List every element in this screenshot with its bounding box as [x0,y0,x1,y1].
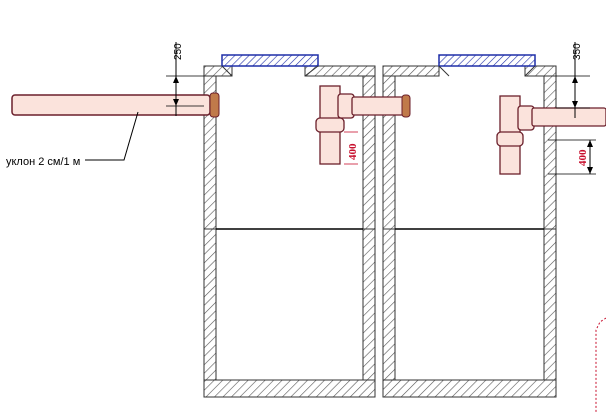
inlet-pipe [11,92,220,118]
tank-2-top-slab-right [524,65,557,77]
svg-text:400: 400 [577,149,589,166]
tank-2-top-slab-left [382,65,440,77]
tank-1-top-slab-left [203,65,233,77]
tank-1-right-wall [362,75,376,381]
transfer-pipe-coupling [401,94,411,118]
tank-2 [382,54,557,398]
tank-1-top-slab-right [304,65,376,77]
svg-text:400: 400 [347,143,359,160]
edge-frame-fragment [595,317,606,413]
tank-2-bottom-slab [382,379,557,398]
dimension-outlet-depth: 350 [556,42,590,118]
outlet-pipe-assembly: 400 [496,95,606,175]
tank-2-hatch-lid [438,54,536,67]
svg-text:250: 250 [173,43,184,60]
tank-1-bottom-slab [203,379,376,398]
tank-2-left-wall [382,75,396,381]
tank-1 [203,54,376,398]
inlet-pipe-coupling [209,92,220,118]
svg-text:350: 350 [572,43,583,60]
dimension-inlet-depth: 250 [166,42,204,116]
slope-note: уклон 2 см/1 м [6,156,80,168]
tank-1-left-wall [203,75,217,381]
tank-1-hatch-lid [221,54,319,67]
slope-leader-line [85,111,139,161]
transfer-pipe-assembly: 400 [315,85,411,165]
